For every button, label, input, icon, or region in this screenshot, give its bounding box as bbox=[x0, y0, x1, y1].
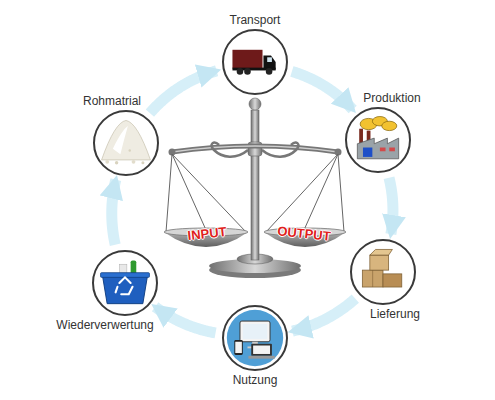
stage-circle: Wiederverwertung bbox=[92, 250, 158, 316]
stage-circle: Rohmatrial bbox=[93, 110, 159, 176]
cycle-arrow bbox=[292, 71, 353, 109]
scale-post bbox=[248, 98, 262, 260]
cycle-arrow bbox=[389, 178, 393, 234]
stage-icon bbox=[94, 252, 156, 314]
recycling-bin-icon bbox=[101, 260, 150, 303]
factory-icon bbox=[357, 117, 398, 159]
stage-circle: Produktion bbox=[345, 107, 411, 173]
truck-icon bbox=[232, 50, 275, 75]
stage-label: Wiederverwertung bbox=[56, 318, 153, 332]
stage-icon bbox=[95, 112, 157, 174]
stage-label: Transport bbox=[230, 13, 281, 27]
stage-label: Rohmatrial bbox=[83, 94, 141, 108]
stage-icon bbox=[347, 109, 409, 171]
stage-label: Produktion bbox=[363, 91, 420, 105]
stage-circle: Lieferung bbox=[350, 239, 416, 305]
raw-material-icon bbox=[102, 120, 151, 164]
stage-label: Lieferung bbox=[370, 307, 420, 321]
stage-icon bbox=[352, 241, 414, 303]
scale-beam bbox=[169, 143, 342, 157]
cycle-arrow bbox=[150, 71, 217, 113]
cycle-arrow bbox=[292, 299, 355, 331]
cycle-arrow bbox=[112, 180, 116, 245]
stage-circle: Transport bbox=[222, 29, 288, 95]
stage-circle: Nutzung bbox=[222, 305, 288, 371]
devices-icon bbox=[227, 310, 283, 366]
stage-icon bbox=[224, 307, 286, 369]
stage-icon bbox=[224, 31, 286, 93]
cycle-arrow bbox=[155, 307, 215, 333]
boxes-icon bbox=[362, 249, 401, 287]
scale-strings bbox=[166, 154, 344, 232]
stage-label: Nutzung bbox=[233, 373, 278, 387]
